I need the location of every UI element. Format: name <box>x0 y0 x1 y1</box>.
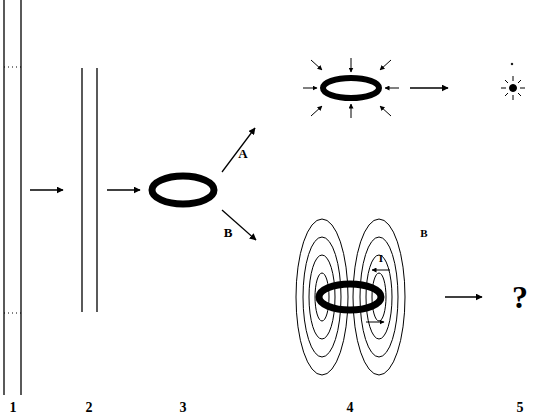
stage-number: 4 <box>347 401 354 415</box>
loop-ring <box>152 176 214 204</box>
stage-arrow <box>445 296 482 297</box>
branch-arrow <box>222 210 256 240</box>
stage-number: 2 <box>86 401 93 415</box>
collapse-arrows <box>303 58 399 118</box>
branch-label: B <box>224 226 233 239</box>
field-lines <box>296 219 405 375</box>
string-line <box>96 68 97 312</box>
stage-number: 1 <box>10 401 17 415</box>
current-label: I <box>379 253 383 264</box>
current-arrow <box>366 322 384 323</box>
stage-number: 5 <box>517 401 524 415</box>
string-line <box>3 0 4 395</box>
string-line <box>20 0 21 395</box>
unknown-mark: ? <box>512 281 528 313</box>
field-label: B <box>420 228 427 239</box>
string-line <box>81 68 82 312</box>
burst-rays <box>501 76 525 100</box>
stage-arrow <box>410 87 448 88</box>
stage-arrow <box>107 189 140 190</box>
stage-number: 3 <box>180 401 187 415</box>
dotted-mark <box>4 67 21 68</box>
speck <box>511 63 513 65</box>
burst-dot <box>510 85 517 92</box>
branch-arrow <box>222 128 255 172</box>
loop-ring <box>319 284 381 310</box>
current-arrow <box>372 270 390 271</box>
stage-arrow <box>30 189 63 190</box>
dotted-mark <box>4 313 21 314</box>
loop-ring <box>323 78 379 98</box>
branch-label: A <box>238 147 247 160</box>
